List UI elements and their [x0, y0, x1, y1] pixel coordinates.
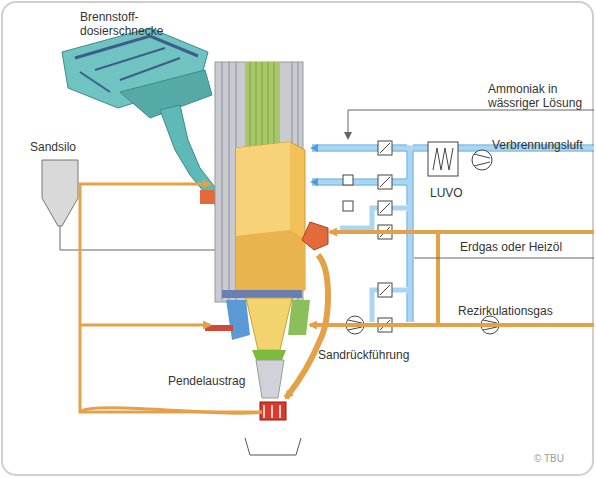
air-preheater — [428, 142, 458, 176]
line-label: Rezirkulationsgas — [458, 304, 588, 318]
sand-silo — [42, 160, 235, 250]
line-label: Ammoniak in wässriger Lösung — [488, 82, 593, 110]
gas-pipes — [310, 232, 594, 325]
burner — [302, 222, 328, 250]
ammonia-line — [348, 110, 594, 138]
fuel-screw-conveyor — [62, 28, 225, 205]
line-label: Erdgas oder Heizöl — [460, 240, 590, 254]
watermark: © TBU — [534, 452, 589, 466]
part-label: Brennstoff- dosierschnecke — [80, 10, 180, 38]
part-label: LUVO — [430, 186, 470, 200]
line-label: Verbrennungsluft — [492, 138, 592, 152]
part-label: Pendelaustrag — [168, 374, 268, 388]
line-label: Sandrückführung — [318, 348, 428, 362]
part-label: Sandsilo — [30, 140, 100, 154]
boiler — [205, 62, 310, 455]
valves — [343, 141, 392, 332]
leader-lines — [414, 258, 594, 259]
sand-return — [286, 255, 328, 398]
